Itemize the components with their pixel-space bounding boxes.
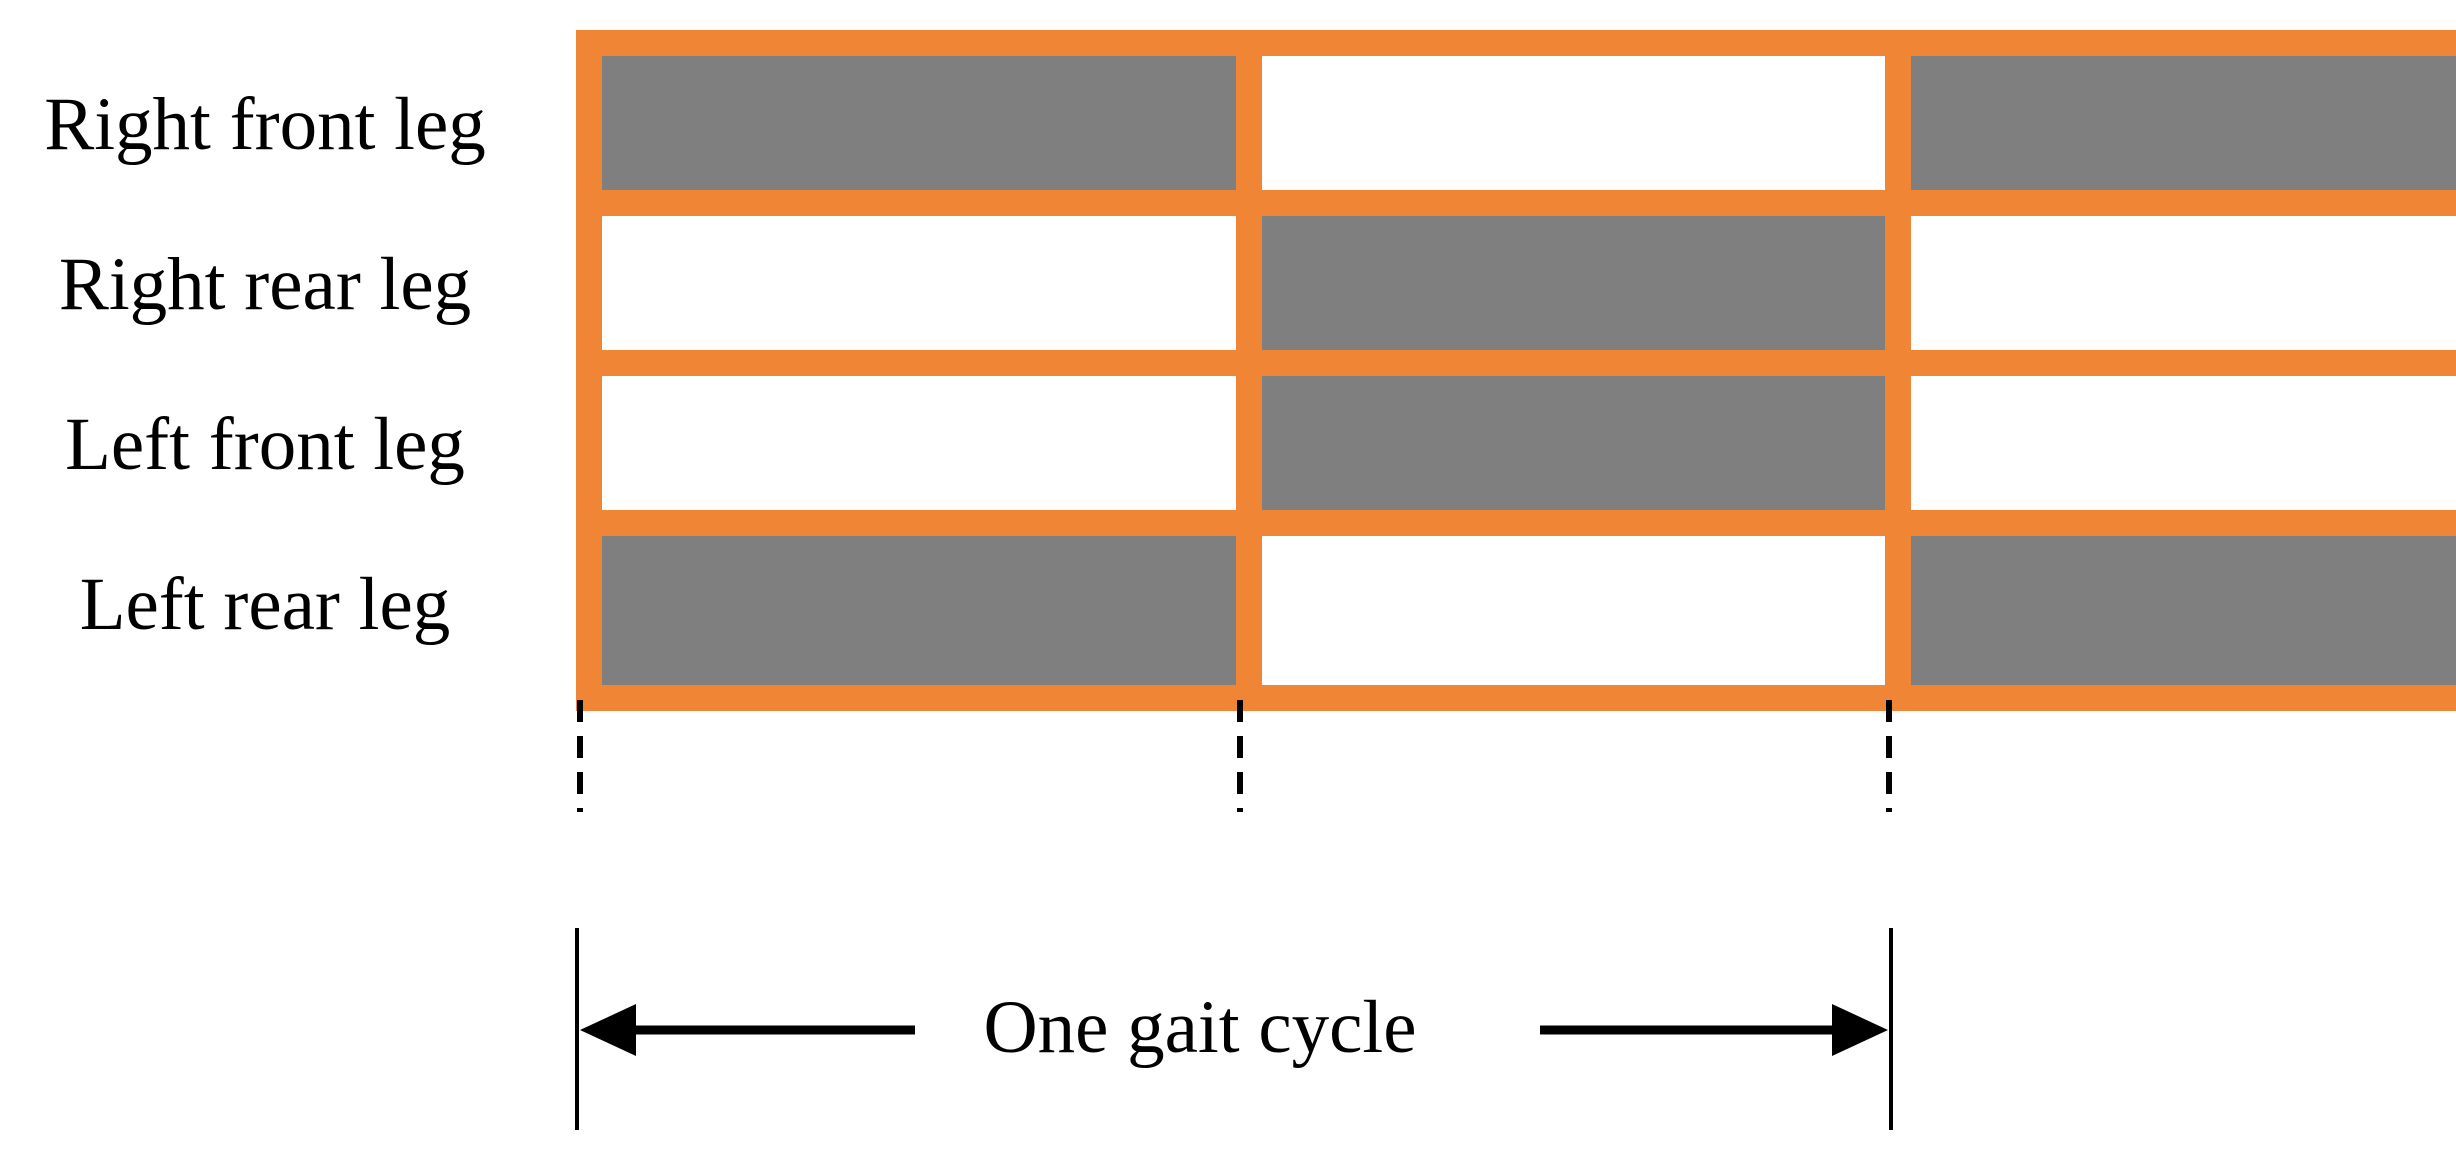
grid-line-vertical [1236, 30, 1262, 711]
gait-cycle-dimension [575, 928, 1893, 1130]
row-label-left-rear-leg: Left rear leg [79, 563, 451, 646]
row-label-left-front-leg: Left front leg [65, 403, 465, 486]
stance-phase-cell [1236, 190, 1885, 350]
phase-boundary-markers [577, 700, 1892, 812]
swing-phase-cell [1236, 30, 1885, 190]
arrow-head-left-icon [580, 1004, 636, 1056]
swing-phase-cell [576, 350, 1236, 510]
grid-line-vertical [576, 30, 602, 711]
grid-line-horizontal [576, 685, 2456, 711]
stance-phase-cell [1236, 350, 1885, 510]
row-label-right-rear-leg: Right rear leg [58, 243, 472, 326]
row-label-right-front-leg: Right front leg [44, 83, 486, 166]
gait-cycle-label: One gait cycle [983, 986, 1417, 1069]
grid-line-horizontal [576, 190, 2456, 216]
arrow-head-right-icon [1832, 1004, 1888, 1056]
swing-phase-cell [1236, 510, 1885, 685]
grid-lines [576, 30, 2456, 711]
stance-phase-cell [576, 30, 1236, 190]
phase-cells [576, 30, 2456, 685]
stance-phase-cell [576, 510, 1236, 685]
swing-phase-cell [1885, 190, 2456, 350]
grid-line-horizontal [576, 510, 2456, 536]
grid-line-horizontal [576, 30, 2456, 56]
swing-phase-cell [1885, 350, 2456, 510]
swing-phase-cell [576, 190, 1236, 350]
grid-line-horizontal [576, 350, 2456, 376]
grid-line-vertical [1885, 30, 1911, 711]
stance-phase-cell [1885, 510, 2456, 685]
stance-phase-cell [1885, 30, 2456, 190]
